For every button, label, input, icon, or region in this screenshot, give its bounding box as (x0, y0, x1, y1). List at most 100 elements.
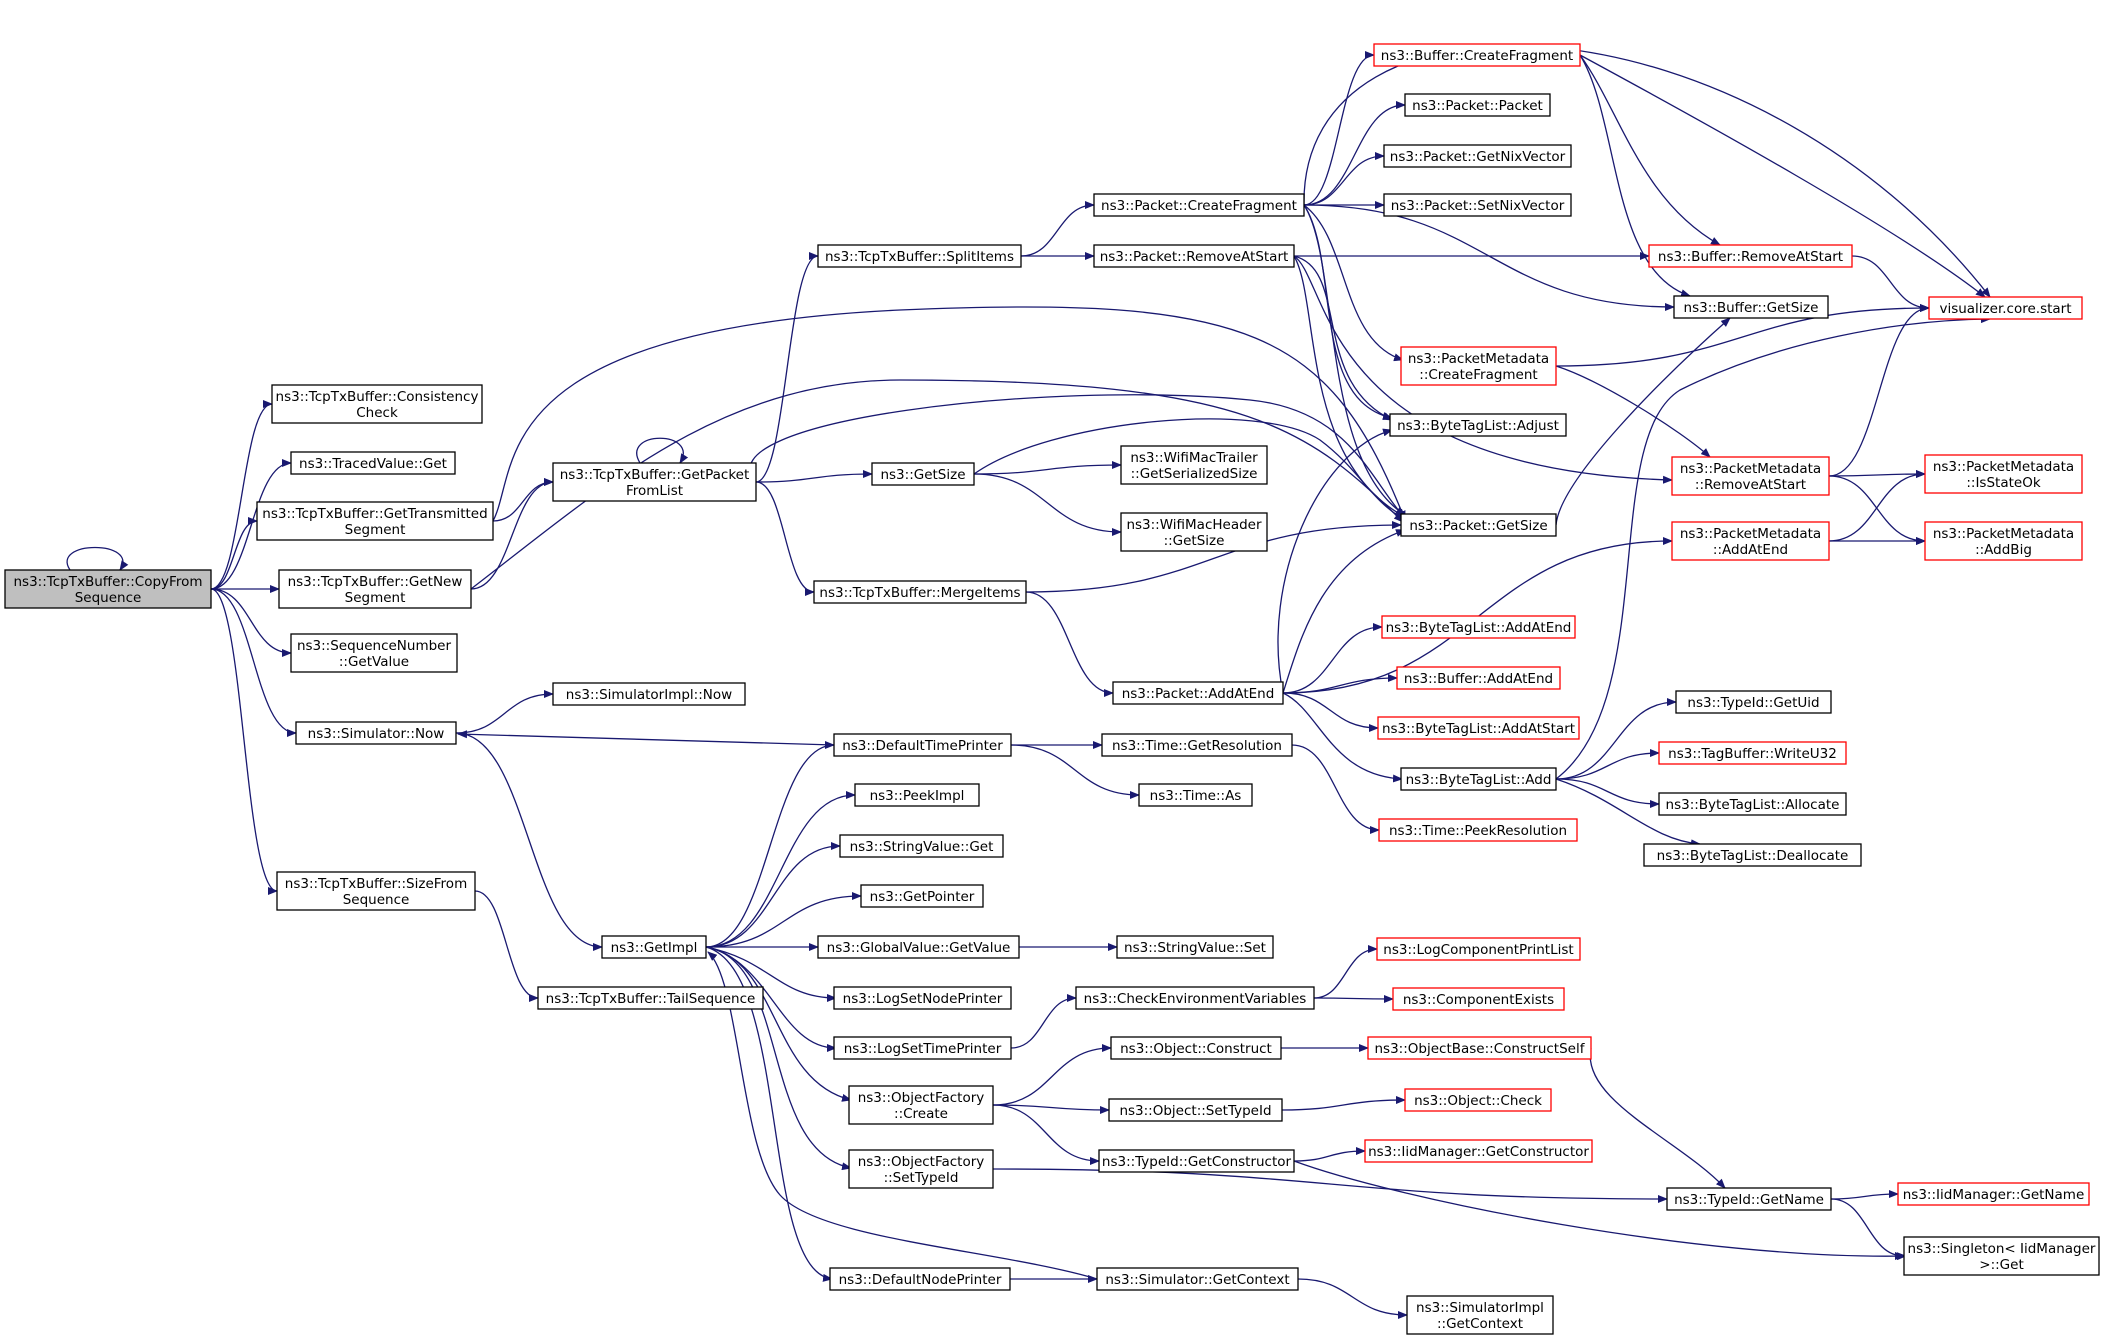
node-packetpacket[interactable]: ns3::Packet::Packet (1404, 93, 1551, 117)
node-label-line: ns3::Packet::GetNixVector (1390, 149, 1566, 165)
node-label-line: Sequence (343, 892, 410, 908)
node-simnow[interactable]: ns3::Simulator::Now (295, 721, 457, 745)
node-peekimpl[interactable]: ns3::PeekImpl (854, 783, 980, 807)
node-pmcreatefragment[interactable]: ns3::PacketMetadata::CreateFragment (1400, 346, 1557, 386)
node-objectcheck[interactable]: ns3::Object::Check (1404, 1088, 1552, 1112)
node-btladdatstart[interactable]: ns3::ByteTagList::AddAtStart (1377, 716, 1580, 740)
node-logsettimeprinter[interactable]: ns3::LogSetTimePrinter (833, 1036, 1012, 1060)
node-pmisstateok[interactable]: ns3::PacketMetadata::IsStateOk (1924, 454, 2083, 494)
node-label-line: ns3::StringValue::Set (1124, 940, 1266, 956)
node-buffergetsize[interactable]: ns3::Buffer::GetSize (1673, 295, 1829, 319)
node-defaultnodeprinter[interactable]: ns3::DefaultNodePrinter (829, 1267, 1011, 1291)
node-typeidgetname[interactable]: ns3::TypeId::GetName (1666, 1187, 1832, 1211)
node-tailseq[interactable]: ns3::TcpTxBuffer::TailSequence (537, 986, 764, 1010)
node-objectfactorycreate[interactable]: ns3::ObjectFactory::Create (848, 1085, 994, 1125)
node-objectconstruct[interactable]: ns3::Object::Construct (1110, 1036, 1282, 1060)
node-pmaddatend[interactable]: ns3::PacketMetadata::AddAtEnd (1671, 521, 1830, 561)
node-box (817, 244, 1022, 268)
node-box (1406, 1295, 1554, 1335)
node-bufferaddatend[interactable]: ns3::Buffer::AddAtEnd (1396, 666, 1561, 690)
node-iidgetname[interactable]: ns3::IidManager::GetName (1897, 1182, 2090, 1206)
node-tracedget[interactable]: ns3::TracedValue::Get (290, 451, 456, 475)
node-box (1404, 93, 1551, 117)
edge-path (210, 459, 292, 590)
node-box (1116, 935, 1274, 959)
edge-packetremoveatstart-to-packetgetsize (1293, 255, 1406, 518)
node-objectsettypeid[interactable]: ns3::Object::SetTypeId (1108, 1098, 1283, 1122)
node-btladd[interactable]: ns3::ByteTagList::Add (1400, 767, 1557, 791)
node-buffercreatefragment[interactable]: ns3::Buffer::CreateFragment (1373, 43, 1581, 67)
node-stringvalueset[interactable]: ns3::StringValue::Set (1116, 935, 1274, 959)
node-visualizerstart[interactable]: visualizer.core.start (1928, 296, 2083, 320)
node-mergeitems[interactable]: ns3::TcpTxBuffer::MergeItems (813, 580, 1027, 604)
node-getsize[interactable]: ns3::GetSize (871, 462, 975, 486)
edge-path (1828, 470, 1926, 479)
edge-path (1282, 674, 1398, 694)
node-setnixvector[interactable]: ns3::Packet::SetNixVector (1383, 193, 1572, 217)
edge-path (705, 791, 856, 948)
node-wifimactrailer[interactable]: ns3::WifiMacTrailer::GetSerializedSize (1120, 445, 1268, 485)
node-wifimacheader[interactable]: ns3::WifiMacHeader::GetSize (1120, 512, 1268, 552)
node-pmaddbig[interactable]: ns3::PacketMetadata::AddBig (1924, 521, 2083, 561)
edge-packetaddatend-to-btladdatstart (1282, 692, 1379, 732)
node-packetcreatefragment[interactable]: ns3::Packet::CreateFragment (1093, 193, 1305, 217)
node-getnixvector[interactable]: ns3::Packet::GetNixVector (1383, 144, 1572, 168)
node-logcomponentprintlist[interactable]: ns3::LogComponentPrintList (1376, 937, 1581, 961)
node-packetgetsize[interactable]: ns3::Packet::GetSize (1400, 513, 1557, 537)
node-bytetaglistadjust[interactable]: ns3::ByteTagList::Adjust (1389, 413, 1567, 437)
nodes-layer: ns3::TcpTxBuffer::CopyFromSequencens3::T… (4, 43, 2100, 1335)
node-pmremoveatstart[interactable]: ns3::PacketMetadata::RemoveAtStart (1671, 456, 1830, 496)
node-label-line: ns3::TcpTxBuffer::TailSequence (546, 991, 756, 1007)
node-getpointer[interactable]: ns3::GetPointer (860, 884, 984, 908)
node-getimpl[interactable]: ns3::GetImpl (601, 935, 707, 959)
node-checkenv[interactable]: ns3::CheckEnvironmentVariables (1075, 986, 1315, 1010)
node-simgetcontext[interactable]: ns3::Simulator::GetContext (1096, 1267, 1299, 1291)
node-singletonget[interactable]: ns3::Singleton< IidManager>::Get (1903, 1236, 2100, 1276)
edge-packetcreatefragment-to-packetgetsize (1303, 204, 1406, 516)
node-seqgetvalue[interactable]: ns3::SequenceNumber::GetValue (290, 633, 458, 673)
edge-path (992, 1044, 1112, 1106)
node-box (4, 569, 212, 609)
node-timegetresolution[interactable]: ns3::Time::GetResolution (1101, 733, 1293, 757)
node-btldeallocate[interactable]: ns3::ByteTagList::Deallocate (1643, 843, 1862, 867)
node-logsetnodeprinter[interactable]: ns3::LogSetNodePrinter (833, 986, 1012, 1010)
node-label-line: ns3::PacketMetadata (1680, 526, 1821, 542)
node-typeidgetuid[interactable]: ns3::TypeId::GetUid (1675, 690, 1832, 714)
node-stringvalueget[interactable]: ns3::StringValue::Get (839, 834, 1004, 858)
edge-packetaddatend-to-btladdatend (1282, 623, 1383, 694)
node-simimplgetcontext[interactable]: ns3::SimulatorImpl::GetContext (1406, 1295, 1554, 1335)
node-box (1666, 1187, 1832, 1211)
node-timepeekresolution[interactable]: ns3::Time::PeekResolution (1378, 818, 1578, 842)
node-simimplnow[interactable]: ns3::SimulatorImpl::Now (552, 682, 746, 706)
edge-path (1830, 1198, 1905, 1260)
node-defaulttimeprinter[interactable]: ns3::DefaultTimePrinter (833, 733, 1012, 757)
node-tagbufferwriteu32[interactable]: ns3::TagBuffer::WriteU32 (1658, 741, 1847, 765)
node-btladdatend[interactable]: ns3::ByteTagList::AddAtEnd (1381, 615, 1576, 639)
node-label-line: ns3::LogSetTimePrinter (844, 1041, 1002, 1057)
node-splititems[interactable]: ns3::TcpTxBuffer::SplitItems (817, 244, 1022, 268)
node-typeidgetconstructor[interactable]: ns3::TypeId::GetConstructor (1098, 1149, 1295, 1173)
node-iidgetconstructor[interactable]: ns3::IidManager::GetConstructor (1364, 1139, 1593, 1163)
node-bufferremoveatstart[interactable]: ns3::Buffer::RemoveAtStart (1648, 244, 1853, 268)
node-objectfactorysettypeid[interactable]: ns3::ObjectFactory::SetTypeId (848, 1149, 994, 1189)
node-box (1075, 986, 1315, 1010)
edge-getsize-to-wifimacheader (973, 473, 1122, 536)
node-timeas[interactable]: ns3::Time::As (1138, 783, 1253, 807)
node-label-line: ns3::TcpTxBuffer::SizeFrom (285, 876, 467, 892)
node-packetremoveatstart[interactable]: ns3::Packet::RemoveAtStart (1093, 244, 1295, 268)
node-label-line: ns3::ByteTagList::AddAtEnd (1386, 620, 1572, 636)
node-btlallocate[interactable]: ns3::ByteTagList::Allocate (1658, 792, 1847, 816)
node-box (848, 1149, 994, 1189)
node-packetaddatend[interactable]: ns3::Packet::AddAtEnd (1112, 681, 1284, 705)
edge-path (210, 400, 273, 590)
node-componentexists[interactable]: ns3::ComponentExists (1392, 987, 1565, 1011)
node-constructself[interactable]: ns3::ObjectBase::ConstructSelf (1367, 1036, 1592, 1060)
edges-layer (66, 44, 1991, 1319)
node-globalvaluegetvalue[interactable]: ns3::GlobalValue::GetValue (817, 935, 1020, 959)
